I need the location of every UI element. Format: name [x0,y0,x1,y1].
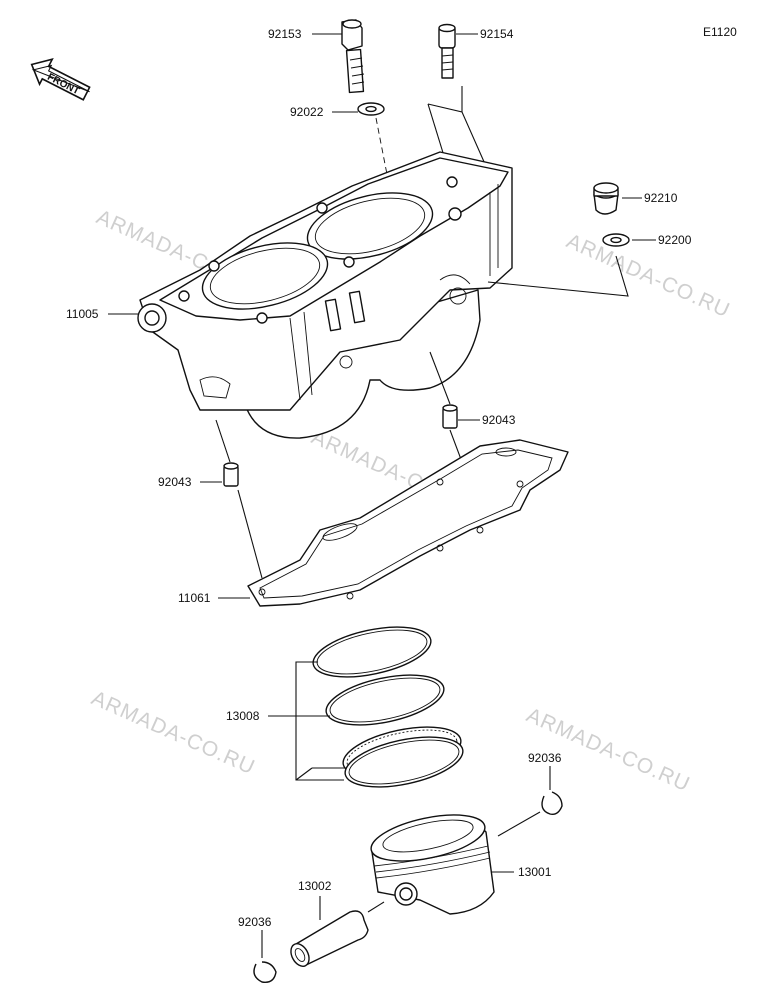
ring-set-13008 [312,626,464,788]
label-13008: 13008 [226,709,260,723]
piston-13001 [370,814,495,915]
label-92022: 92022 [290,105,324,119]
watermark-5: ARMADA-CO.RU [523,704,694,797]
label-92210: 92210 [644,191,678,205]
circlip-92036-right [541,791,563,816]
label-13002: 13002 [298,879,332,893]
gasket-11061 [247,439,569,607]
watermark-4: ARMADA-CO.RU [88,687,259,780]
label-11061: 11061 [178,591,211,605]
label-92153: 92153 [268,27,302,41]
circlip-92036-left [253,961,277,983]
label-11005: 11005 [66,307,99,321]
piston-pin-13002 [290,910,369,967]
cylinder-block-11005 [137,151,513,439]
washer-92200 [602,233,630,247]
bolt-92153 [341,19,365,94]
label-92154: 92154 [480,27,514,41]
label-92043-left: 92043 [158,475,192,489]
label-92043-right: 92043 [482,413,516,427]
front-arrow-icon: FRONT [30,58,91,101]
diagram-code: E1120 [703,25,737,39]
plug-92210 [593,182,619,215]
label-92036-right: 92036 [528,751,562,765]
dowel-92043-right [442,404,458,429]
label-92036-left: 92036 [238,915,272,929]
label-92200: 92200 [658,233,692,247]
bolt-92154 [438,23,456,79]
dowel-92043-left [223,462,239,487]
label-13001: 13001 [518,865,552,879]
watermark-2: ARMADA-CO.RU [563,230,734,323]
washer-92022 [357,102,385,116]
